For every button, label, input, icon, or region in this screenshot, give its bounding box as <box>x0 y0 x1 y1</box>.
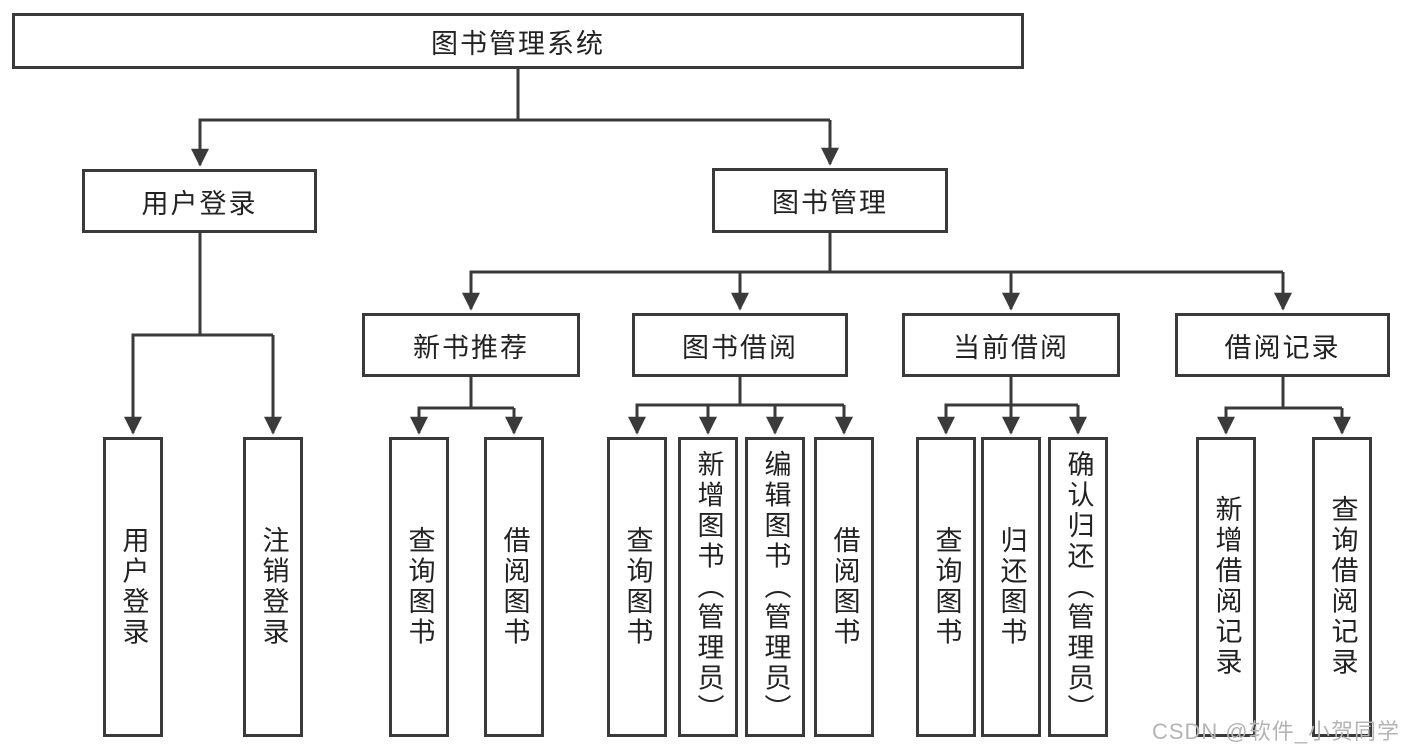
leaf-return-books-label: 归还图书 <box>996 525 1027 649</box>
leaf-query-borrow-record: 查询借阅记录 <box>1312 437 1372 737</box>
node-book-borrowing: 图书借阅 <box>632 313 848 377</box>
leaf-borrowing-borrow-books-label: 借阅图书 <box>829 525 860 649</box>
connector-current-borrowing-to-leaves <box>937 377 1087 435</box>
node-current-borrowing: 当前借阅 <box>902 313 1120 377</box>
leaf-user-login-label: 用户登录 <box>118 525 149 649</box>
connector-root-to-level2 <box>191 69 839 167</box>
connector-book-borrowing-to-leaves <box>628 377 853 435</box>
leaf-edit-books-admin: 编辑图书（管理员） <box>745 437 805 737</box>
leaf-logout: 注销登录 <box>243 437 303 737</box>
leaf-user-login: 用户登录 <box>103 437 163 737</box>
node-borrowing-records: 借阅记录 <box>1175 313 1390 377</box>
connector-book-management-to-level3 <box>462 233 1292 311</box>
leaf-add-borrow-record: 新增借阅记录 <box>1196 437 1256 737</box>
leaf-edit-books-admin-label: 编辑图书（管理员） <box>760 449 791 725</box>
leaf-borrowing-borrow-books: 借阅图书 <box>814 437 874 737</box>
leaf-recommend-borrow-books-label: 借阅图书 <box>499 525 530 649</box>
leaf-logout-label: 注销登录 <box>258 525 289 649</box>
leaf-recommend-query-books-label: 查询图书 <box>404 525 435 649</box>
leaf-return-books: 归还图书 <box>981 437 1041 737</box>
connector-borrowing-records-to-leaves <box>1217 377 1351 435</box>
leaf-borrowing-query-books: 查询图书 <box>607 437 667 737</box>
leaf-borrowing-query-books-label: 查询图书 <box>622 525 653 649</box>
leaf-add-borrow-record-label: 新增借阅记录 <box>1211 495 1242 679</box>
node-user-login: 用户登录 <box>82 169 317 233</box>
node-book-management: 图书管理 <box>712 168 948 233</box>
leaf-confirm-return-admin-label: 确认归还（管理员） <box>1063 449 1094 725</box>
leaf-add-books-admin: 新增图书（管理员） <box>678 437 738 737</box>
leaf-recommend-query-books: 查询图书 <box>389 437 449 737</box>
leaf-current-query-books: 查询图书 <box>916 437 976 737</box>
leaf-add-books-admin-label: 新增图书（管理员） <box>693 449 724 725</box>
leaf-query-borrow-record-label: 查询借阅记录 <box>1327 495 1358 679</box>
node-root-system: 图书管理系统 <box>12 13 1024 69</box>
node-new-book-recommend: 新书推荐 <box>362 313 580 377</box>
csdn-watermark: CSDN @软件_小贺同学 <box>1151 719 1400 744</box>
connector-new-book-recommend-to-leaves <box>410 377 523 435</box>
connector-user-login-to-leaves <box>124 233 282 435</box>
leaf-confirm-return-admin: 确认归还（管理员） <box>1048 437 1108 737</box>
leaf-recommend-borrow-books: 借阅图书 <box>484 437 544 737</box>
leaf-current-query-books-label: 查询图书 <box>931 525 962 649</box>
